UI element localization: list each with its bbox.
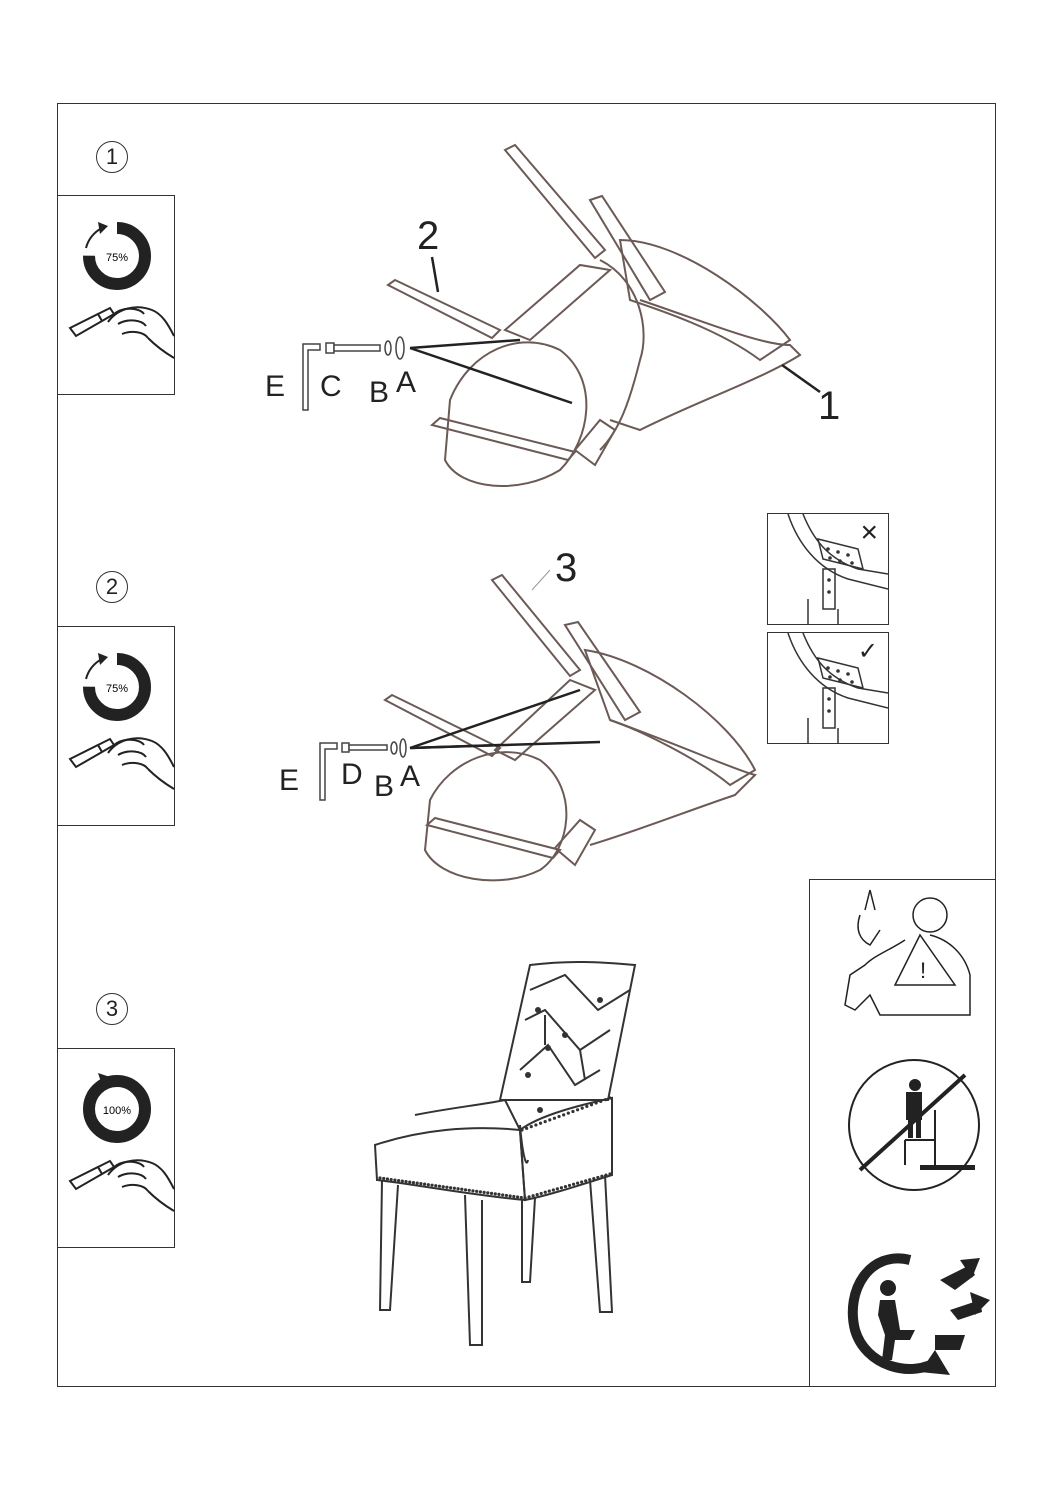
part-label-2: 2 [417,214,440,258]
detail-correct: ✓ [767,632,889,744]
tool-box-step-1: 75% [57,195,175,395]
hardware-label-b: B [369,376,390,409]
part-label-3: 3 [555,546,578,590]
tool-box-step-2: 75% [57,626,175,826]
progress-ring-icon: 75% [83,222,151,290]
progress-ring-icon: 100% [83,1073,151,1143]
step-2-number: 2 [96,568,128,603]
hex-key-hand-icon [68,1159,175,1212]
hardware-label-a: A [396,366,417,399]
right-mark-icon: ✓ [857,638,878,665]
progress-percent: 100% [103,1105,131,1117]
progress-ring-icon: 75% [83,653,151,721]
hardware-label-e: E [265,370,286,403]
bracket-wrong-detail [787,514,888,624]
hex-key-hand-icon [68,737,175,790]
warning-icon: ! [844,889,971,1016]
hardware-label-e: E [279,764,300,797]
progress-percent: 75% [106,683,128,695]
hex-key-hand-icon [68,306,175,359]
wrong-mark-icon: × [860,516,878,549]
bracket-right-detail [787,633,888,743]
recycle-icon [847,1253,990,1375]
part-label-1: 1 [818,384,841,428]
hardware-label-a: A [400,760,421,793]
progress-percent: 75% [106,252,128,264]
step-3-number: 3 [96,990,128,1025]
no-standing-icon [848,1059,980,1191]
tool-box-step-3: 100% [57,1048,175,1248]
safety-panel: ! [809,879,996,1387]
svg-text:!: ! [920,958,926,983]
hardware-label-b: B [374,770,395,803]
hardware-label-c: C [320,370,342,403]
nailhead-trim [378,1096,612,1200]
step-1-number: 1 [96,138,128,173]
hardware-label-d: D [341,758,363,791]
detail-incorrect: × [767,513,889,625]
